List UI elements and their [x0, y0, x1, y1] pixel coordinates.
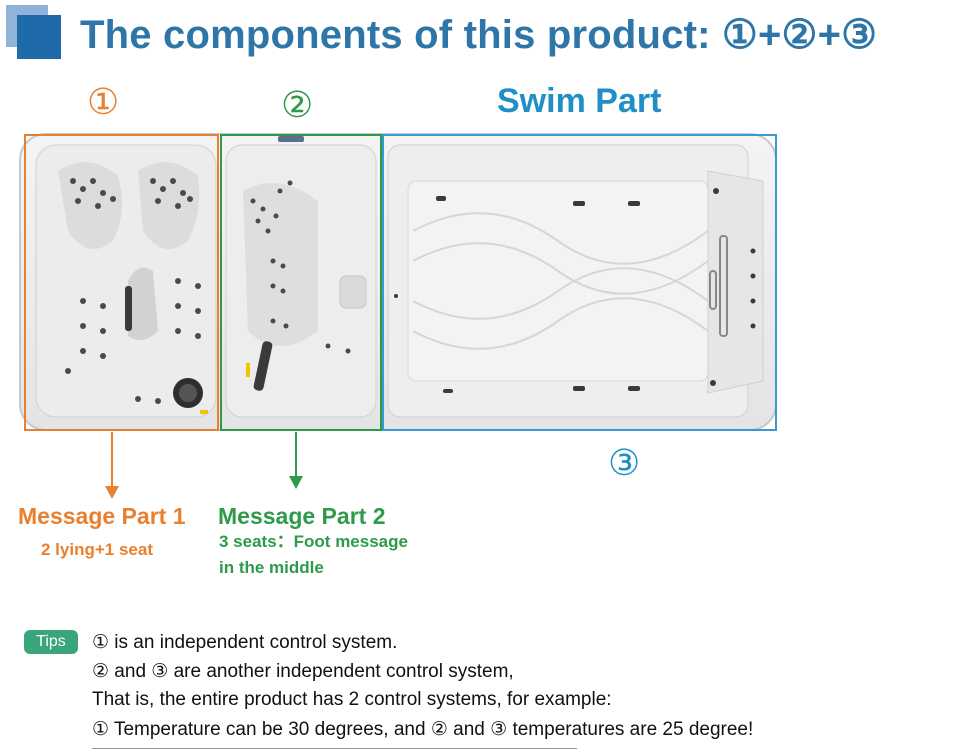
part2-marker: ② [281, 84, 314, 125]
tips-badge: Tips [24, 630, 78, 654]
page-title: The components of this product: ①+②+③ [80, 13, 878, 57]
part1-title: Message Part 1 [18, 503, 186, 529]
part3-marker: ③ [608, 442, 641, 483]
part2-title: Message Part 2 [218, 503, 386, 529]
tips-underline [92, 748, 577, 749]
part1-subtitle: 2 lying+1 seat [41, 540, 153, 559]
swim-spa-image [19, 133, 777, 431]
part1-marker: ① [87, 81, 120, 122]
swim-part-title: Swim Part [497, 82, 662, 120]
title-decoration-square-dark [17, 15, 61, 59]
part1-arrow [105, 432, 119, 499]
tip-line-1: ① is an independent control system. [92, 632, 398, 653]
part2-arrow [289, 432, 303, 489]
tip-line-4: ① Temperature can be 30 degrees, and ② a… [92, 719, 754, 740]
part2-subtitle-line1: 3 seats：Foot message [219, 532, 408, 551]
part2-subtitle-line2: in the middle [219, 558, 324, 577]
tip-line-3: That is, the entire product has 2 contro… [92, 689, 612, 710]
tip-line-2: ② and ③ are another independent control … [92, 661, 514, 682]
